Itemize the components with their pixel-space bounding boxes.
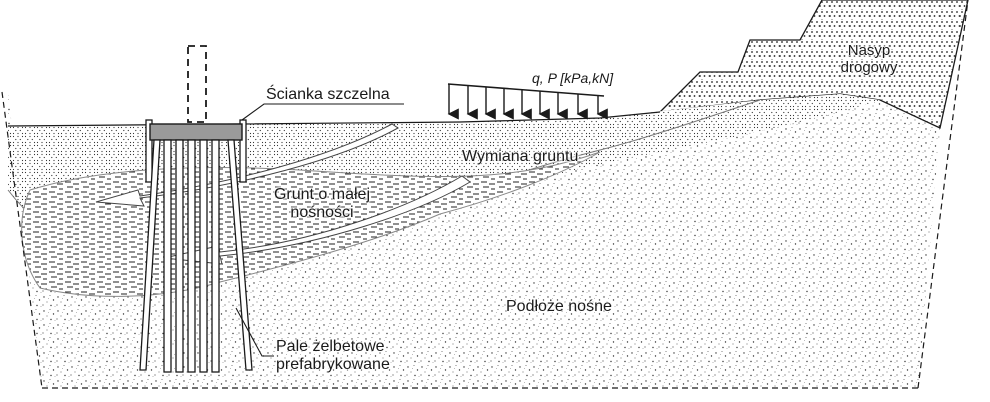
weak-soil-label-line1: Grunt o małej [273, 186, 371, 203]
pile-4 [199, 139, 208, 373]
embankment-label-line1: Nasyp [847, 42, 891, 59]
piles-label: Pale żelbetowe prefabrykowane [276, 338, 390, 375]
trench-outline [1, 0, 969, 389]
pile-raked-left [139, 139, 161, 371]
pile-2 [175, 139, 184, 373]
piles-label-line1: Pale żelbetowe [276, 338, 385, 355]
sheet-pile-left [145, 119, 153, 183]
pile-5 [211, 139, 220, 373]
load-label: q, P [kPa,kN] [532, 70, 614, 86]
embankment-label-line2: drogowy [840, 59, 898, 77]
sheet-pile-leader [241, 103, 404, 121]
pile-cap [149, 123, 243, 141]
sheet-pile-label: Ścianka szczelna [266, 86, 390, 103]
embankment-label: Nasyp drogowy [826, 42, 912, 77]
piles-leader [235, 307, 274, 357]
distributed-load [447, 83, 608, 120]
sheet-pile-right [239, 119, 247, 183]
piles-label-line2: prefabrykowane [276, 356, 390, 374]
precast-piles [139, 139, 253, 373]
soil-replacement-label: Wymiana gruntu [462, 148, 579, 165]
weak-soil-label-line2: nośności [290, 204, 354, 222]
superstructure-outline [187, 45, 207, 123]
weak-soil-label: Grunt o małej nośności [262, 186, 382, 223]
pile-1 [163, 139, 172, 373]
bearing-subsoil-label: Podłoże nośne [506, 298, 612, 315]
pile-raked-right [227, 139, 253, 371]
pile-3 [187, 139, 196, 373]
pressure-arrow-upper [95, 123, 399, 207]
